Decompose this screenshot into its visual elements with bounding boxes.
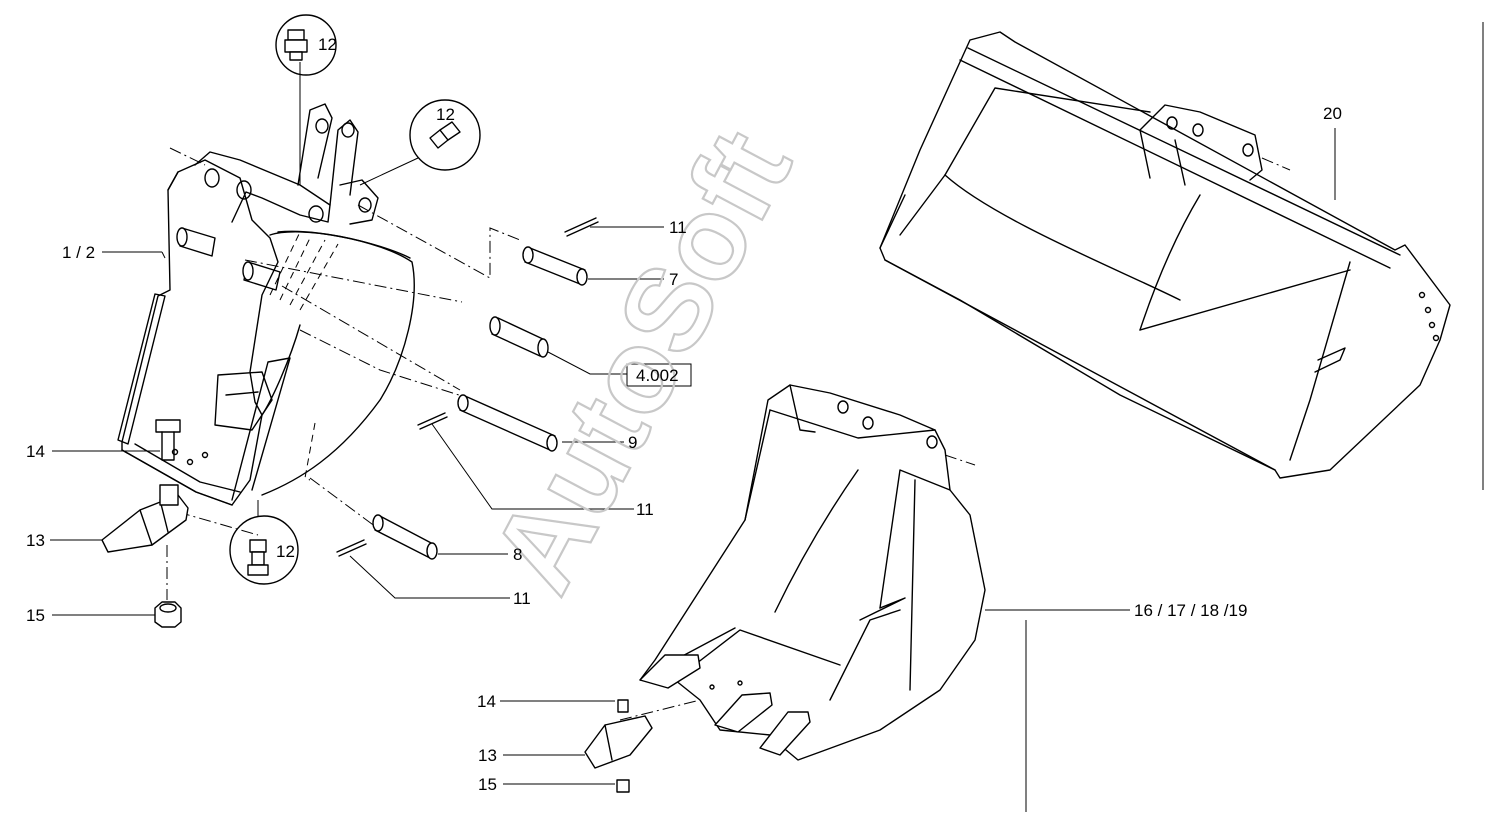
callout-13-right: 13 <box>478 746 497 765</box>
callout-11-c: 11 <box>513 589 531 608</box>
callout-16-19: 16 / 17 / 18 /19 <box>1134 601 1247 620</box>
callout-11-b: 11 <box>636 500 654 519</box>
reference-4002-label: 4.002 <box>636 366 679 385</box>
tooth-left <box>101 484 189 553</box>
nut-right <box>616 779 630 793</box>
callout-9: 9 <box>628 433 637 452</box>
split-pin-11a <box>564 217 599 237</box>
callout-1-2: 1 / 2 <box>62 243 95 262</box>
callout-20: 20 <box>1323 104 1342 123</box>
grease-fitting-top <box>275 14 337 185</box>
tooth-right <box>584 715 653 769</box>
callout-12-top: 12 <box>318 35 337 54</box>
split-pin-11b <box>417 412 448 430</box>
leader-lines <box>50 128 1336 785</box>
callout-15-left: 15 <box>26 606 45 625</box>
callout-14-left: 14 <box>26 442 45 461</box>
pin-7 <box>522 246 588 286</box>
pin-4002 <box>489 316 549 358</box>
callout-8: 8 <box>513 545 522 564</box>
left-bucket-drawing <box>117 103 415 506</box>
grease-fitting-bottom <box>229 500 299 585</box>
callout-12-bottom: 12 <box>276 542 295 561</box>
explosion-lines-left <box>166 147 521 600</box>
wide-bucket-drawing <box>879 31 1451 479</box>
split-pin-11c <box>336 539 367 557</box>
callout-14-right: 14 <box>477 692 496 711</box>
reference-box-4002 <box>626 363 692 387</box>
bolt-right <box>617 699 629 713</box>
callout-13-left: 13 <box>26 531 45 550</box>
grease-fitting-mid <box>359 99 481 186</box>
callout-11-a: 11 <box>669 218 687 237</box>
callout-7: 7 <box>669 270 678 289</box>
pin-8 <box>372 514 438 560</box>
watermark: AutoSoft <box>466 110 816 612</box>
narrow-bucket-drawing <box>619 384 986 761</box>
callout-12-mid: 12 <box>436 105 455 124</box>
nut-left <box>154 601 182 628</box>
callout-15-right: 15 <box>478 775 497 794</box>
pin-9 <box>457 394 558 452</box>
